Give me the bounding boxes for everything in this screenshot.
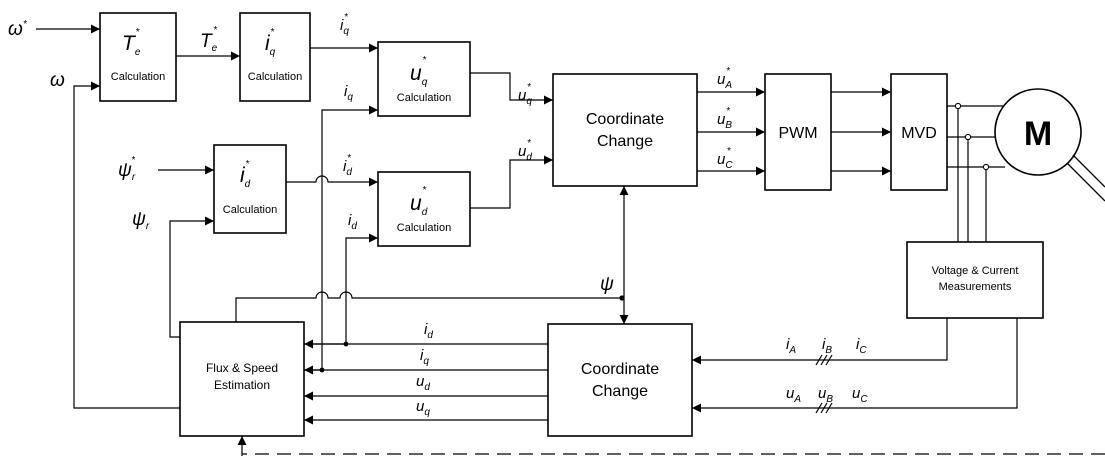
uq-ref-label: uq* [518,82,532,107]
signal-wires [36,24,1105,456]
pwm-label: PWM [778,125,817,142]
uq-block-subscript: q [422,77,428,88]
coordinate-change-top-line1: Coordinate [586,111,664,128]
omega-label: ω [50,70,65,91]
te-block-symbol: T [122,32,137,55]
flux-estimation-line2: Estimation [214,378,270,392]
ud-ref-label: ud* [518,138,532,163]
flux-estimation-line1: Flux & Speed [206,361,278,375]
te-block-label: Calculation [111,71,165,83]
signal-labels: ω* ω Te* iq* iq id* id ψr* ψr ψ uq* ud* … [8,12,868,418]
measurements-line1: Voltage & Current [932,265,1019,277]
svg-text:iq*: iq * [265,27,276,58]
uc-label: uC [852,385,868,405]
mvd-block: MVD [890,73,948,191]
est-uq-label: uq [416,398,430,418]
flux-speed-estimation-block: Flux & Speed Estimation [179,321,305,437]
motor-label: M [1024,115,1052,153]
coordinate-change-bottom-line1: Coordinate [581,361,659,378]
id-block-subscript: d [245,179,251,190]
svg-text:ud*: ud * [410,185,428,218]
est-id-label: id [424,321,433,341]
id-block-label: Calculation [223,204,277,216]
coordinate-change-bottom-block: Coordinate Change [547,323,693,437]
psi-r-label: ψr [132,209,150,232]
ub-ref-label: uB* [717,106,732,131]
ua-ref-label: uA* [717,66,732,91]
id-calculation-block: id * Calculation [213,144,287,234]
ic-label: iC [856,336,867,356]
ua-label: uA [786,385,801,405]
psi-ref-label: ψr* [118,155,136,183]
mvd-label: MVD [901,125,937,142]
uq-block-symbol: u [410,62,422,85]
te-block-star: * [135,27,140,38]
iq-ref-label: iq* [340,12,349,37]
iq-block-subscript: q [270,47,276,58]
ud-calculation-block: ud * Calculation [377,171,471,247]
ud-block-subscript: d [422,207,428,218]
iq-calculation-block: iq * Calculation [239,12,311,102]
id-ref-label: id* [343,153,352,178]
te-calculation-block: Te * Calculation [99,12,177,102]
iq-block-symbol: i [265,32,271,55]
omega-ref-label: ω* [8,19,28,40]
id-block-symbol: i [240,164,246,187]
three-phase-bundle-ticks [815,354,833,414]
est-ud-label: ud [416,373,430,393]
coordinate-change-bottom-line2: Change [592,383,648,400]
svg-text:Te*: Te * [122,27,141,58]
uq-block-label: Calculation [397,92,451,104]
measurements-line2: Measurements [939,281,1012,293]
uc-ref-label: uC* [717,146,733,171]
iq-block-label: Calculation [248,71,302,83]
ia-label: iA [786,336,796,356]
uq-calculation-block: uq * Calculation [377,41,471,117]
svg-text:uq*: uq * [410,55,428,88]
psi-label: ψ [600,274,614,295]
motor-symbol: M [994,88,1105,202]
iq-block-star: * [270,27,275,38]
te-ref-label: Te* [200,25,218,54]
id-block-star: * [245,159,250,170]
svg-text:id*: id * [240,159,251,190]
ub-label: uB [818,385,833,405]
ud-block-symbol: u [410,192,422,215]
pwm-block: PWM [764,73,832,191]
te-block-subscript: e [135,47,141,58]
coordinate-change-top-line2: Change [597,133,653,150]
uq-block-star: * [422,55,427,66]
est-iq-label: iq [420,347,429,367]
coordinate-change-top-block: Coordinate Change [552,73,698,187]
ud-block-star: * [422,185,427,196]
measurements-block: Voltage & Current Measurements [906,241,1044,319]
ib-label: iB [822,336,832,356]
id-label: id [348,212,357,232]
ud-block-label: Calculation [397,222,451,234]
iq-label: iq [344,83,353,103]
